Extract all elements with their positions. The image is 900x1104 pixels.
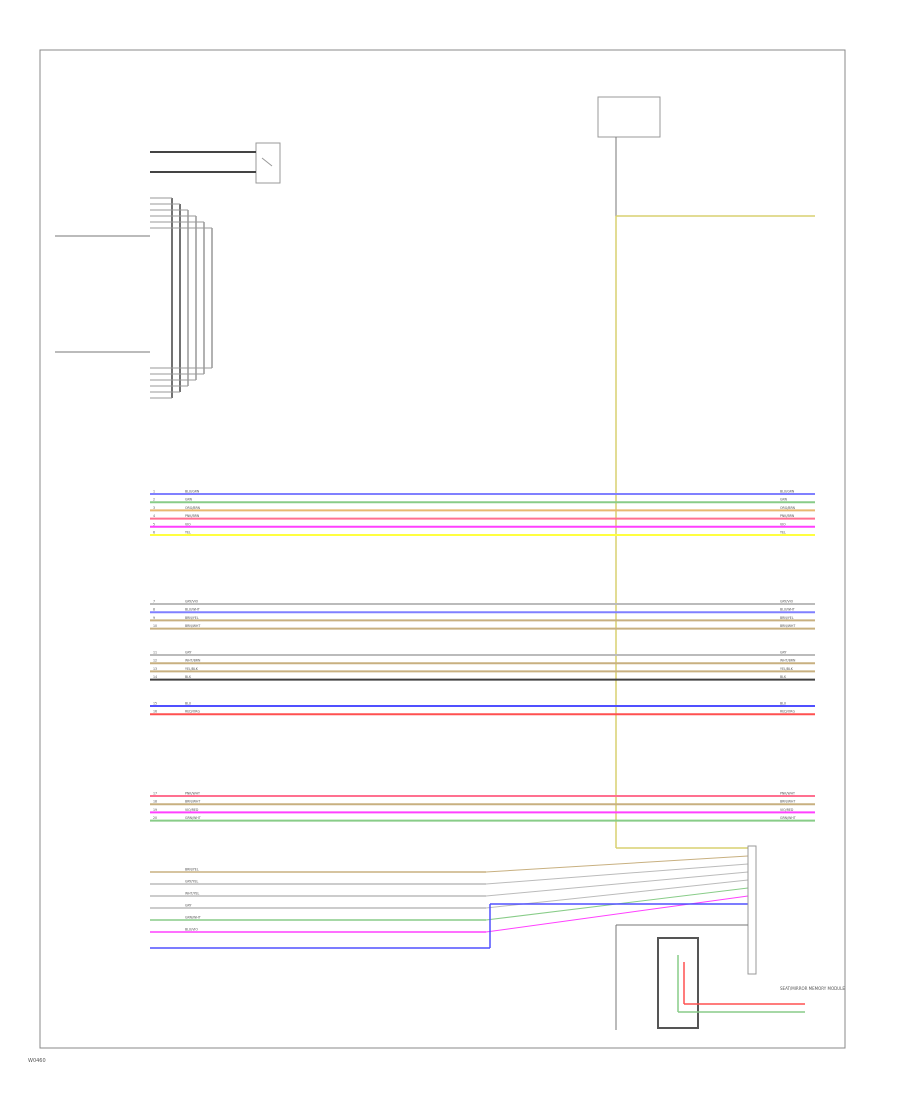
wire-code-left: ORG/BRN bbox=[185, 506, 201, 510]
right-module: SEAT/MIRROR MEMORY MODULE bbox=[615, 845, 845, 1030]
wire-code-left: BRN/YEL bbox=[185, 616, 199, 620]
wire-pin: 20 bbox=[153, 816, 157, 820]
lower-wire-code: BRN/YEL bbox=[185, 868, 199, 872]
wire-code-right: BLU bbox=[780, 702, 787, 706]
wire-pin: 2 bbox=[153, 498, 155, 502]
wire-code-left: BLU/WHT bbox=[185, 608, 200, 612]
wire-code-right: VIO bbox=[780, 522, 786, 526]
wire-code-right: BLU/WHT bbox=[780, 608, 795, 612]
wire-pin: 6 bbox=[153, 531, 155, 535]
right-module-label: SEAT/MIRROR MEMORY MODULE bbox=[780, 986, 845, 991]
fuse-box bbox=[597, 96, 815, 849]
wire-code-left: RED/ORG bbox=[185, 710, 200, 714]
wire-code-left: BLU/GRN bbox=[185, 490, 200, 494]
lower-wire-code: BLU/VIO bbox=[185, 928, 198, 932]
wire-code-left: GRY/VIO bbox=[185, 600, 199, 604]
wire-code-left: YEL bbox=[185, 531, 191, 535]
switch-assembly bbox=[55, 142, 281, 353]
wire-code-right: BRN/WHT bbox=[780, 800, 795, 804]
wire-code-right: GRN/WHT bbox=[780, 816, 796, 820]
lower-wire-code: GRN/WHT bbox=[185, 916, 201, 920]
wire-pin: 19 bbox=[153, 808, 157, 812]
wire-pin: 7 bbox=[153, 600, 155, 604]
wire-pin: 3 bbox=[153, 506, 155, 510]
wire-code-left: GRY bbox=[185, 651, 191, 655]
lower-wire-link bbox=[485, 855, 749, 873]
wire-pin: 18 bbox=[153, 800, 157, 804]
diagram-border bbox=[39, 49, 846, 1049]
wire-code-left: PNK/WHT bbox=[185, 792, 200, 796]
wire-pin: 4 bbox=[153, 514, 155, 518]
wire-code-left: VIO/RED bbox=[185, 808, 199, 812]
right-module-connector bbox=[657, 937, 699, 1029]
wire-pin: 17 bbox=[153, 792, 157, 796]
wire-pin: 14 bbox=[153, 675, 157, 679]
fuse-box-body bbox=[597, 96, 661, 138]
wire-code-right: BLU/GRN bbox=[780, 490, 795, 494]
wire-code-left: VIO bbox=[185, 522, 191, 526]
wire-code-right: WHT/BRN bbox=[780, 659, 796, 663]
wire-code-right: PNK/WHT bbox=[780, 792, 795, 796]
wire-code-left: WHT/BRN bbox=[185, 659, 201, 663]
wire-pin: 1 bbox=[153, 490, 155, 494]
wire-code-right: VIO/RED bbox=[780, 808, 794, 812]
wire-code-right: YEL/BLK bbox=[780, 667, 794, 671]
wire-code-right: RED/ORG bbox=[780, 710, 795, 714]
switch-body bbox=[255, 142, 281, 184]
wire-code-right: PNK/BRN bbox=[780, 514, 795, 518]
wire-pin: 5 bbox=[153, 522, 155, 526]
harness-bundle bbox=[150, 197, 213, 399]
wire-pin: 12 bbox=[153, 659, 157, 663]
wire-pin: 15 bbox=[153, 702, 157, 706]
wire-code-left: YEL/BLK bbox=[185, 667, 199, 671]
wire-code-right: ORG/BRN bbox=[780, 506, 796, 510]
wire-code-right: GRY bbox=[780, 651, 786, 655]
wire-code-left: GRN bbox=[185, 498, 193, 502]
wire-pin: 13 bbox=[153, 667, 157, 671]
wire-pin: 16 bbox=[153, 710, 157, 714]
lower-wire-code: WHT/YEL bbox=[185, 892, 200, 896]
wire-code-left: BRN/WHT bbox=[185, 800, 200, 804]
wire-code-left: PNK/BRN bbox=[185, 514, 200, 518]
wire-code-right: GRY/VIO bbox=[780, 600, 794, 604]
lower-wire-link bbox=[485, 863, 749, 885]
wire-pin: 8 bbox=[153, 608, 155, 612]
wire-pin: 10 bbox=[153, 624, 157, 628]
wire-code-left: GRN/WHT bbox=[185, 816, 201, 820]
lower-wire-code: GRY bbox=[185, 904, 191, 908]
lower-wire-code: GRY/YEL bbox=[185, 880, 198, 884]
wire-code-right: YEL bbox=[780, 531, 786, 535]
wire-code-right: BRN/YEL bbox=[780, 616, 794, 620]
wire-code-right: BLK bbox=[780, 675, 787, 679]
wire-code-left: BRN/WHT bbox=[185, 624, 200, 628]
wire-code-left: BLU bbox=[185, 702, 192, 706]
lower-wire-link bbox=[485, 895, 749, 933]
right-module-body bbox=[747, 845, 757, 975]
wire-code-left: BLK bbox=[185, 675, 192, 679]
wire-code-right: BRN/WHT bbox=[780, 624, 795, 628]
lower-wire-link bbox=[485, 871, 749, 897]
switch-contact bbox=[261, 157, 273, 167]
wire-pin: 9 bbox=[153, 616, 155, 620]
wire-code-right: GRN bbox=[780, 498, 788, 502]
lower-wire-runs: BRN/YEL GRY/YEL WHT/YEL GRY GRN/WHT BLU/VIO bbox=[150, 855, 749, 949]
footer-id: W0460 bbox=[28, 1058, 46, 1064]
wire-pin: 11 bbox=[153, 651, 157, 655]
